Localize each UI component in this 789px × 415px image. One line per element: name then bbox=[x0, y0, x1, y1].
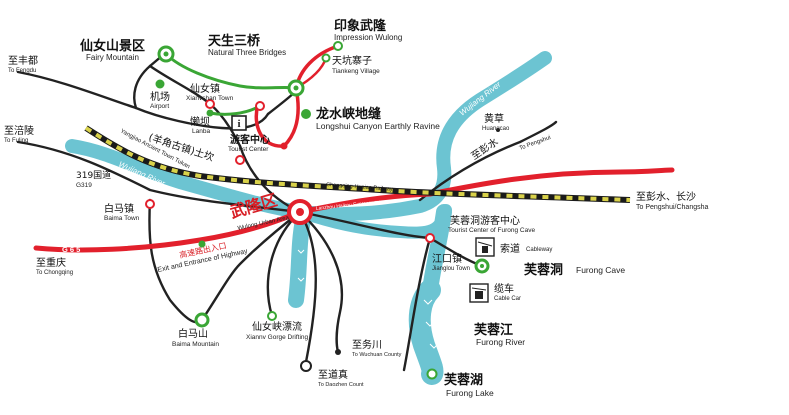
baima-town-marker[interactable] bbox=[145, 199, 155, 209]
to-pengshui-changsha-zh[interactable]: 至彭水、长沙 bbox=[636, 190, 696, 203]
impression-zh[interactable]: 印象武隆 bbox=[334, 18, 387, 34]
tourist-center-en: Tourist Center bbox=[228, 146, 269, 153]
to-fengdu-zh[interactable]: 至丰都 bbox=[8, 54, 38, 67]
cable-car-icon bbox=[469, 283, 489, 303]
xiannv-gorge-en: Xiannv Gorge Drifting bbox=[246, 334, 309, 341]
huangcao-en: Huangcao bbox=[482, 126, 510, 132]
to-pengshui-en: To Pengshui bbox=[519, 135, 552, 152]
to-fengdu-en: To Fengdu bbox=[8, 68, 36, 74]
furong-tourist-en: Tourist Center of Furong Cave bbox=[448, 227, 535, 234]
tiankeng-en: Tiankeng Village bbox=[332, 68, 380, 75]
cable-car-en: Cable Car bbox=[494, 296, 521, 302]
to-daozhen-zh[interactable]: 至道真 bbox=[318, 368, 348, 381]
xiannvshan-en: Xianvshan Town bbox=[186, 95, 234, 102]
lanba-marker[interactable] bbox=[206, 109, 214, 117]
furong-river-upper bbox=[422, 204, 452, 298]
furong-river-zh[interactable]: 芙蓉江 bbox=[474, 322, 513, 338]
to-fuling-zh[interactable]: 至涪陵 bbox=[4, 124, 34, 137]
g319-en: G319 bbox=[76, 182, 92, 189]
tourist-center-icon[interactable]: i bbox=[231, 115, 247, 131]
xiannvshan-town-marker[interactable] bbox=[205, 99, 215, 109]
lanba-en: Lanba bbox=[192, 128, 210, 135]
furong-lake-marker[interactable] bbox=[426, 368, 438, 380]
cableway-icon bbox=[475, 237, 495, 257]
map-markers bbox=[145, 41, 500, 380]
expressway-g65 bbox=[33, 167, 675, 253]
river-flow-marks bbox=[297, 249, 439, 349]
tourist-center-zh[interactable]: 游客中心 bbox=[230, 133, 270, 146]
fairy-mountain-zh[interactable]: 仙女山景区 bbox=[80, 38, 145, 54]
longshui-zh[interactable]: 龙水峡地缝 bbox=[316, 106, 381, 122]
daozhen-marker[interactable] bbox=[300, 360, 312, 372]
airport-marker[interactable] bbox=[155, 79, 165, 89]
impression-marker[interactable] bbox=[333, 41, 343, 51]
to-daozhen-en: To Daozhen Count bbox=[318, 382, 364, 388]
furong-cave-zh[interactable]: 芙蓉洞 bbox=[524, 262, 563, 278]
baima-mountain-zh[interactable]: 白马山 bbox=[178, 327, 208, 340]
wujiang-east-label: Wujiang River bbox=[458, 80, 503, 118]
river-branch-south bbox=[288, 212, 311, 308]
longshui-en: Longshui Canyon Earthly Ravine bbox=[316, 121, 440, 131]
to-pengshui-changsha-en: To Pengshui/Changsha bbox=[636, 204, 708, 211]
tiankeng-zh[interactable]: 天坑寨子 bbox=[332, 54, 372, 67]
g319-zh: 319国道 bbox=[76, 169, 111, 181]
jiangkou-zh[interactable]: 江口镇 bbox=[432, 252, 462, 265]
railway-stripes bbox=[84, 126, 631, 202]
green-routes bbox=[164, 52, 297, 116]
tukan-marker[interactable] bbox=[235, 155, 245, 165]
baima-mountain-marker[interactable] bbox=[194, 312, 210, 328]
tourist-center-node[interactable] bbox=[255, 101, 265, 111]
to-chongqing-zh[interactable]: 至重庆 bbox=[36, 256, 66, 269]
three-bridges-en: Natural Three Bridges bbox=[208, 48, 286, 57]
furong-lake-en: Furong Lake bbox=[446, 388, 494, 398]
lanba-zh[interactable]: 懒坝 bbox=[190, 115, 210, 128]
jiangkou-en: Jianglou Town bbox=[432, 266, 470, 272]
to-wuchuan-en: To Wuchuan County bbox=[352, 352, 402, 358]
tiankeng-marker[interactable] bbox=[321, 53, 331, 63]
furong-tourist-marker[interactable] bbox=[425, 233, 435, 243]
wuchuan-end bbox=[335, 349, 341, 355]
airport-en: Airport bbox=[150, 103, 169, 110]
cableway-zh[interactable]: 索道 bbox=[500, 242, 520, 255]
furong-cave-en: Furong Cave bbox=[576, 265, 625, 275]
railway-label: Chongqing-Huaian Railway bbox=[326, 182, 393, 193]
xiannv-gorge-zh[interactable]: 仙女峡漂流 bbox=[252, 320, 302, 333]
wujiang-river bbox=[65, 51, 552, 221]
impression-en: Impression Wulong bbox=[334, 33, 402, 42]
highway-exit-marker[interactable] bbox=[198, 240, 206, 248]
longshui-marker[interactable] bbox=[301, 109, 311, 119]
furong-tourist-zh[interactable]: 芙蓉洞游客中心 bbox=[450, 214, 520, 227]
huangcao-marker bbox=[496, 128, 500, 132]
svg-text:i: i bbox=[237, 118, 240, 130]
to-fuling-en: To Fuling bbox=[4, 138, 28, 144]
xiannv-gorge-marker[interactable] bbox=[267, 311, 277, 321]
baima-town-zh[interactable]: 白马镇 bbox=[104, 202, 134, 215]
fairy-mountain-en: Fairy Mountain bbox=[86, 53, 139, 62]
scenic-road bbox=[254, 44, 340, 148]
cableway-en: Cableway bbox=[526, 247, 552, 253]
airport-zh[interactable]: 机场 bbox=[150, 90, 170, 103]
g65-label: G 6 5 bbox=[62, 245, 80, 254]
baima-mountain-en: Baima Mountain bbox=[172, 341, 219, 348]
to-wuchuan-zh[interactable]: 至务川 bbox=[352, 338, 382, 351]
xiannvshan-zh[interactable]: 仙女镇 bbox=[190, 82, 220, 95]
furong-river-en: Furong River bbox=[476, 337, 525, 347]
to-chongqing-en: To Chongqing bbox=[36, 270, 73, 276]
three-bridges-zh[interactable]: 天生三桥 bbox=[208, 33, 261, 49]
huangcao-zh[interactable]: 黄草 bbox=[484, 112, 504, 125]
baima-town-en: Baima Town bbox=[104, 215, 140, 222]
furong-lake-zh[interactable]: 芙蓉湖 bbox=[444, 372, 483, 388]
cable-car-zh[interactable]: 缆车 bbox=[494, 282, 514, 295]
scenic-junction bbox=[280, 142, 288, 150]
